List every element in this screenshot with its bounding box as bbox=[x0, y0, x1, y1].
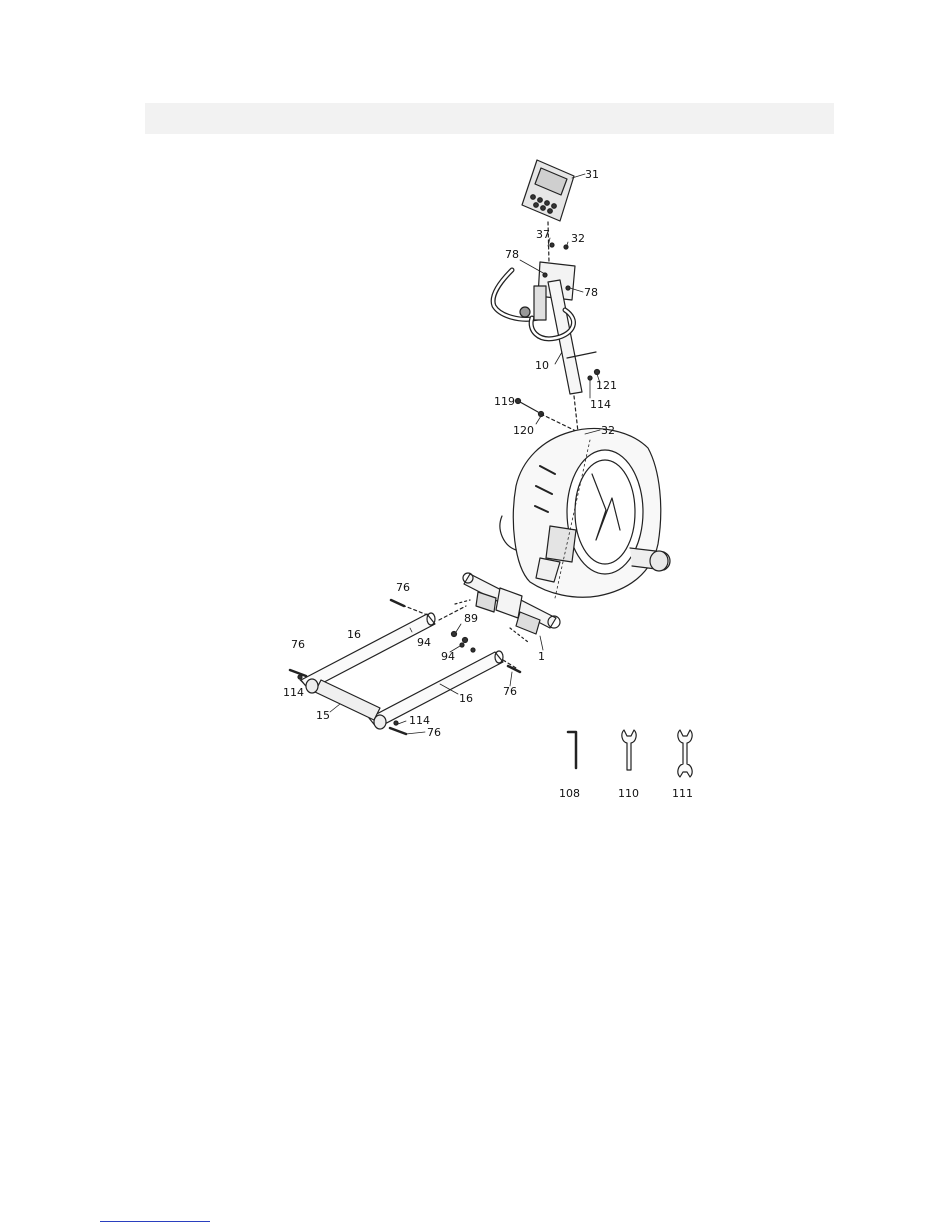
callout-32-upper: 32 bbox=[571, 232, 585, 245]
callout-10: 10 bbox=[535, 359, 549, 372]
callout-76-bottom: 76 bbox=[427, 726, 441, 739]
callout-89: 89 bbox=[464, 612, 478, 625]
callout-120: 120 bbox=[513, 424, 534, 437]
callout-114-left: 114 bbox=[283, 686, 304, 699]
callout-119: 119 bbox=[494, 395, 515, 408]
callout-76-top: 76 bbox=[396, 581, 410, 594]
callout-1: 1 bbox=[538, 650, 545, 663]
allen-key-icon bbox=[568, 732, 576, 768]
tool-label-111: 111 bbox=[672, 787, 693, 800]
callout-121: 121 bbox=[596, 379, 617, 392]
open-end-wrench-icon bbox=[678, 730, 692, 777]
callout-37: 37 bbox=[536, 228, 550, 241]
callout-78-left: 78 bbox=[505, 248, 519, 261]
callout-31: 31 bbox=[585, 168, 599, 181]
callout-16-lower: 16 bbox=[459, 692, 473, 705]
footnote-divider bbox=[100, 1221, 210, 1222]
tool-label-110: 110 bbox=[618, 787, 639, 800]
callout-114-mast: 114 bbox=[590, 398, 611, 411]
callout-16-upper: 16 bbox=[347, 628, 361, 641]
tool-label-108: 108 bbox=[559, 787, 580, 800]
callout-32-lower: 32 bbox=[601, 424, 615, 437]
wrench-icon bbox=[622, 730, 636, 770]
callout-94-lower: 94 bbox=[441, 650, 455, 663]
callout-78-right: 78 bbox=[584, 286, 598, 299]
callout-15: 15 bbox=[316, 709, 330, 722]
callout-76-left: 76 bbox=[291, 638, 305, 651]
callout-76-right: 76 bbox=[503, 685, 517, 698]
main-frame-shroud bbox=[500, 429, 670, 598]
callout-94-upper: 94 bbox=[417, 636, 431, 649]
mast-bolts bbox=[516, 370, 600, 433]
